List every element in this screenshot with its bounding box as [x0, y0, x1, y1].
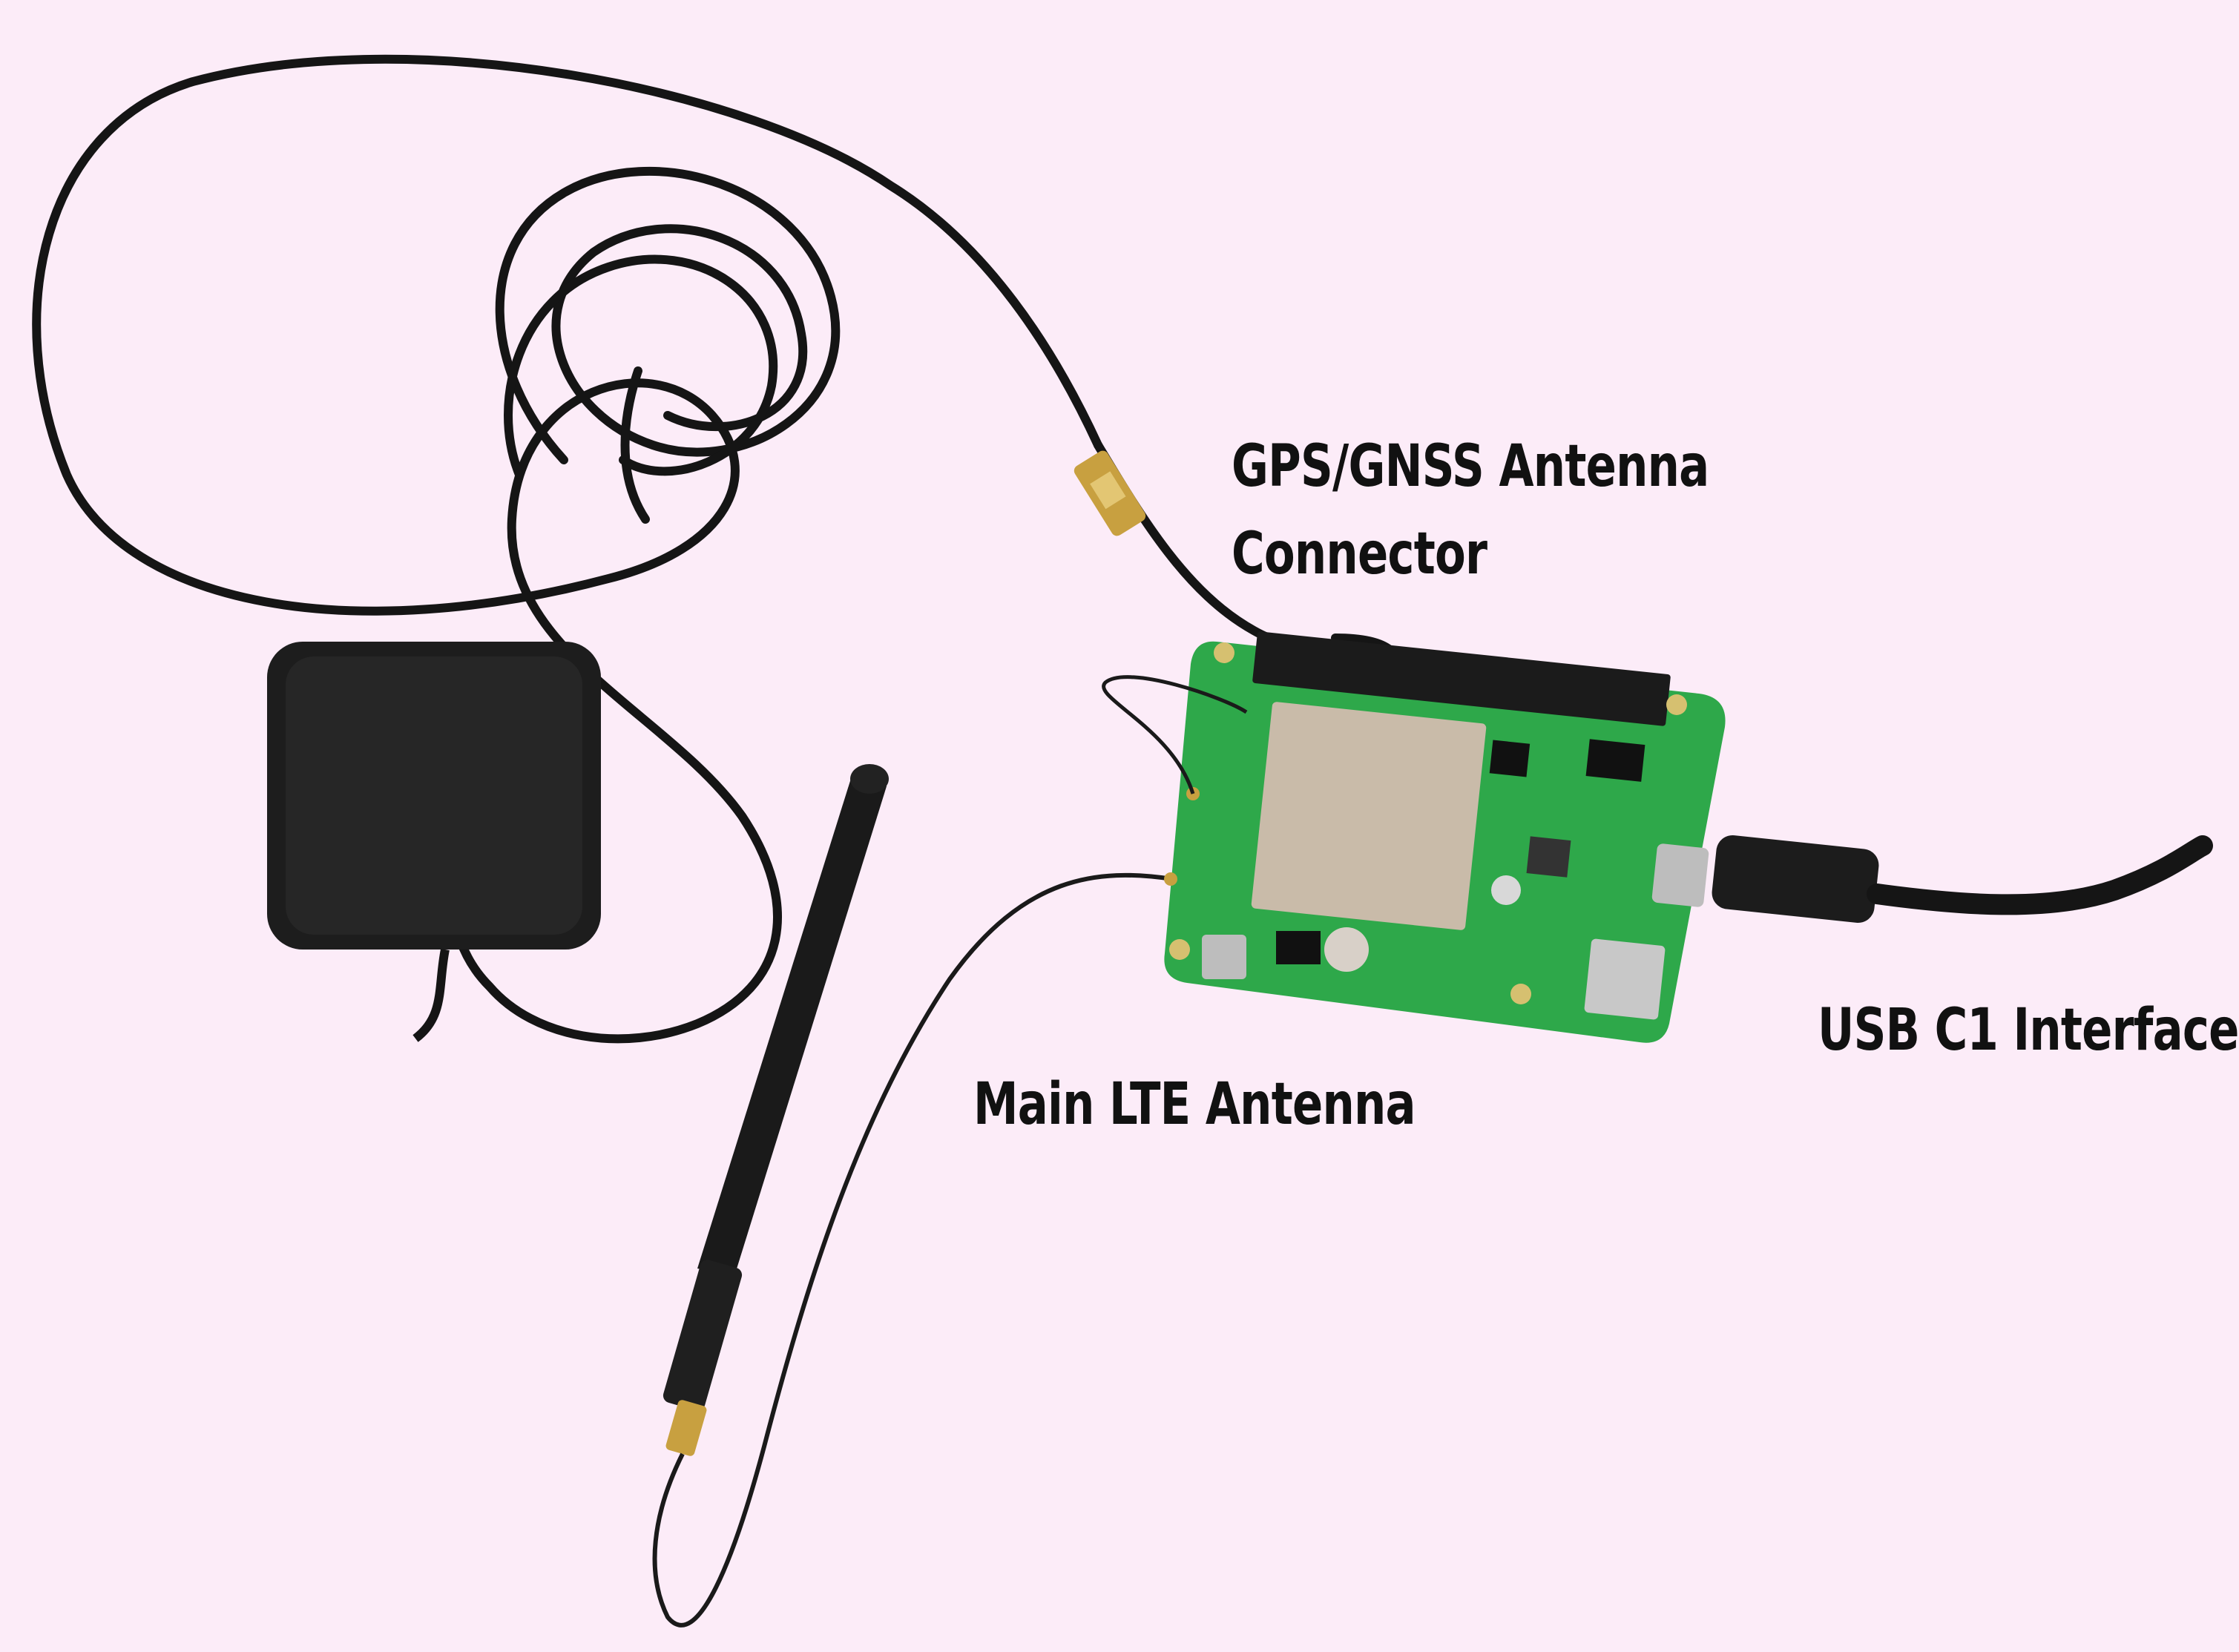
usb-c1-label: USB C1 Interface [1818, 997, 2239, 1064]
gps-label-line1: GPS/GNSS Antenna [1232, 433, 1709, 500]
gps-sma-connector [1074, 450, 1146, 536]
gps-connector-label: GPS/GNSS Antenna Connector [1232, 423, 1709, 598]
lte-rubber-antenna [663, 764, 889, 1456]
gps-label-line2: Connector [1232, 521, 1487, 588]
usb-c1-port [1651, 843, 1709, 907]
gpio-header [1252, 631, 1671, 726]
gps-patch-antenna [267, 642, 601, 1042]
lte-module [1251, 702, 1487, 930]
usb-c-cable [1712, 835, 2213, 924]
pcb-board [1102, 631, 1726, 1043]
lte-antenna-label: Main LTE Antenna [973, 1071, 1416, 1138]
lte-antenna-cable [652, 872, 1173, 1628]
